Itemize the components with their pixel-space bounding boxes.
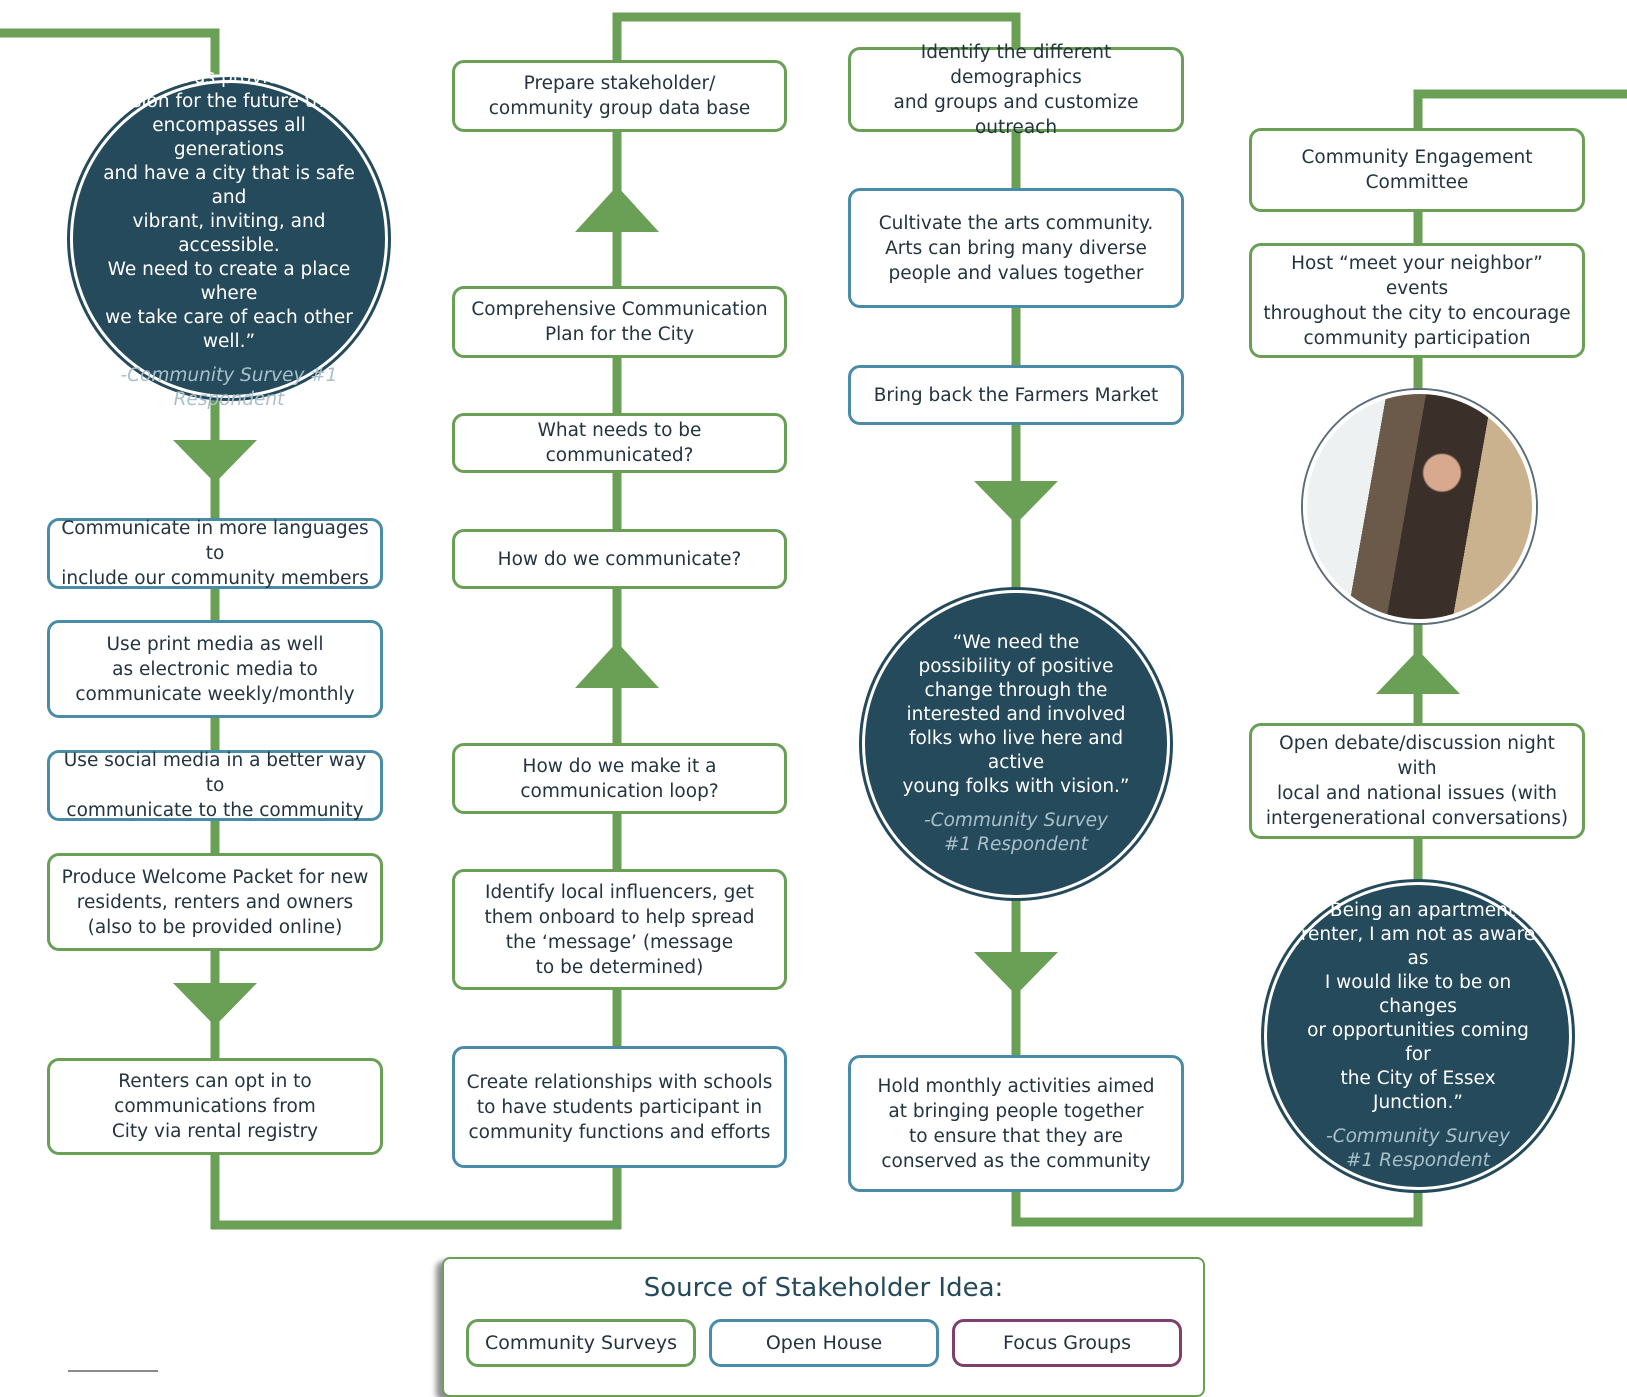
idea-box-welcome-packet: Produce Welcome Packet for new residents… <box>47 853 383 951</box>
quote-attribution: -Community Survey #1 Respondent <box>1326 1126 1510 1171</box>
legend-label: Focus Groups <box>1002 1331 1132 1354</box>
legend: Source of Stakeholder Idea: Community Su… <box>442 1257 1205 1397</box>
quote-attribution: -Community Survey #1 Respondent <box>120 365 338 410</box>
arrow-down-icon <box>173 983 257 1026</box>
legend-title: Source of Stakeholder Idea: <box>643 1273 1004 1303</box>
idea-box-social-media: Use social media in a better way to comm… <box>47 750 383 821</box>
idea-text: Use social media in a better way to comm… <box>63 750 367 821</box>
connector-line <box>612 12 1021 67</box>
idea-box-languages: Communicate in more languages to include… <box>47 518 383 589</box>
idea-text: How do we communicate? <box>497 548 742 570</box>
idea-text: What needs to be communicated? <box>537 420 702 466</box>
idea-text: Identify the different demographics and … <box>893 41 1139 138</box>
legend-label: Community Surveys <box>485 1331 677 1354</box>
idea-text: Prepare stakeholder/ community group dat… <box>488 73 751 119</box>
idea-text: Community Engagement Committee <box>1301 147 1533 193</box>
idea-text: Cultivate the arts community. Arts can b… <box>878 212 1154 284</box>
idea-text: Host “meet your neighbor” events through… <box>1263 252 1571 349</box>
city-logo <box>68 1370 158 1389</box>
idea-box-renters: Renters can opt in to communications fro… <box>47 1058 383 1155</box>
idea-box-loop: How do we make it a communication loop? <box>452 743 787 814</box>
quote-bubble: “Let us provide a vision for the future … <box>70 67 388 410</box>
idea-box-what: What needs to be communicated? <box>452 413 787 473</box>
idea-box-farmers-market: Bring back the Farmers Market <box>848 365 1184 425</box>
idea-box-monthly: Hold monthly activities aimed at bringin… <box>848 1055 1184 1192</box>
idea-box-comm-plan: Comprehensive Communication Plan for the… <box>452 286 787 358</box>
legend-item-focus-groups: Focus Groups <box>952 1319 1182 1367</box>
arrow-up-icon <box>575 642 659 688</box>
idea-box-committee: Community Engagement Committee <box>1249 128 1585 212</box>
idea-text: Create relationships with schools to hav… <box>466 1071 773 1143</box>
idea-box-debate: Open debate/discussion night with local … <box>1249 723 1585 839</box>
idea-text: How do we make it a communication loop? <box>520 755 719 802</box>
idea-text: Use print media as well as electronic me… <box>75 633 355 705</box>
arrow-up-icon <box>575 186 659 232</box>
legend-label: Open House <box>765 1331 883 1354</box>
arrow-down-icon <box>974 952 1058 995</box>
idea-box-database: Prepare stakeholder/ community group dat… <box>452 60 787 132</box>
arrow-down-icon <box>173 440 257 483</box>
connector-line <box>1413 89 1627 135</box>
legend-item-community-surveys: Community Surveys <box>466 1319 696 1367</box>
connector-line <box>0 28 220 75</box>
idea-box-neighbor: Host “meet your neighbor” events through… <box>1249 243 1585 358</box>
quote-text: “We need the possibility of positive cha… <box>902 632 1130 797</box>
quote-text: “Being an apartment renter, I am not as … <box>1300 900 1536 1113</box>
quote-text: “Let us provide a vision for the future … <box>103 67 355 352</box>
idea-text: Bring back the Farmers Market <box>873 384 1159 406</box>
idea-text: Comprehensive Communication Plan for the… <box>471 299 768 345</box>
idea-box-schools: Create relationships with schools to hav… <box>452 1046 787 1168</box>
idea-box-demographics: Identify the different demographics and … <box>848 42 1184 138</box>
idea-box-influencers: Identify local influencers, get them onb… <box>452 869 787 990</box>
idea-text: Communicate in more languages to include… <box>61 518 369 589</box>
arrow-down-icon <box>974 481 1058 524</box>
quote-attribution: -Community Survey #1 Respondent <box>924 810 1108 855</box>
community-photo <box>1303 390 1536 623</box>
quote-bubble: “Being an apartment renter, I am not as … <box>1264 882 1572 1190</box>
idea-text: Hold monthly activities aimed at bringin… <box>877 1075 1155 1172</box>
idea-text: Produce Welcome Packet for new residents… <box>61 866 369 938</box>
idea-text: Open debate/discussion night with local … <box>1265 733 1569 829</box>
idea-text: Renters can opt in to communications fro… <box>111 1071 319 1142</box>
idea-box-arts: Cultivate the arts community. Arts can b… <box>848 188 1184 308</box>
idea-box-how: How do we communicate? <box>452 529 787 589</box>
arrow-up-icon <box>1376 650 1460 694</box>
idea-text: Identify local influencers, get them onb… <box>484 881 755 978</box>
connector-line <box>210 1150 622 1230</box>
legend-item-open-house: Open House <box>709 1319 939 1367</box>
idea-box-print-media: Use print media as well as electronic me… <box>47 620 383 718</box>
quote-bubble: “We need the possibility of positive cha… <box>862 590 1170 898</box>
